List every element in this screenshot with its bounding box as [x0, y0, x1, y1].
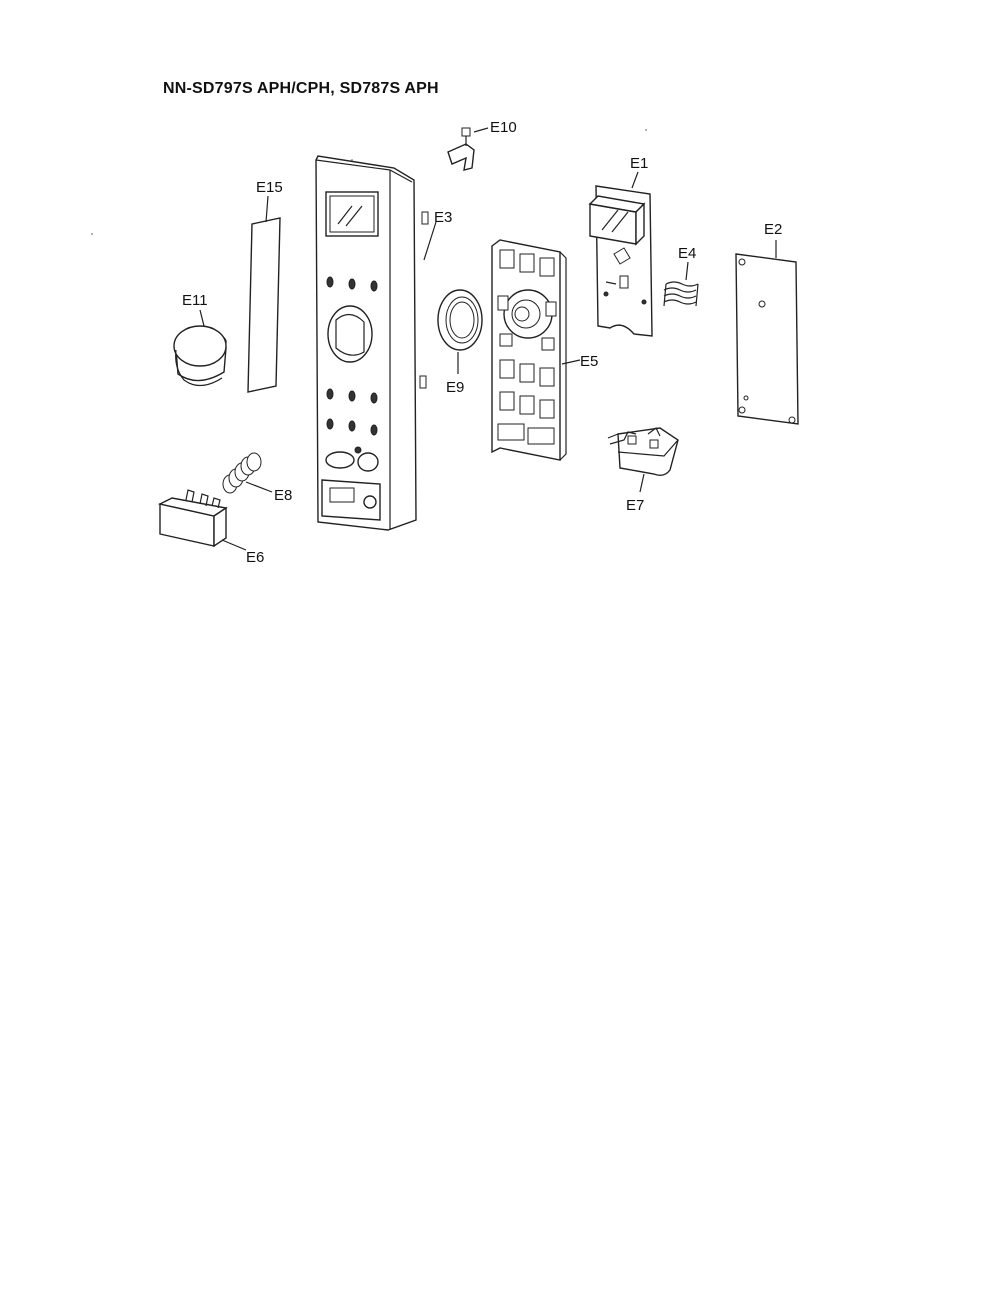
part-e11-knob: E11	[173, 292, 227, 387]
label-e10: E10	[490, 119, 517, 136]
part-e2-cover-plate: E2	[735, 221, 799, 425]
label-e2: E2	[764, 221, 782, 238]
label-e3: E3	[434, 209, 452, 226]
part-e6-button: E6	[157, 489, 264, 566]
part-e8-spring: E8	[222, 452, 292, 504]
part-e3-front-panel: E3	[315, 155, 452, 531]
scan-speck	[645, 129, 647, 131]
part-e10-clip: E10	[447, 119, 517, 171]
label-e11: E11	[182, 292, 208, 309]
scan-speck	[91, 233, 93, 235]
part-e9-ring: E9	[437, 289, 483, 396]
part-e5-keypad: E5	[491, 239, 598, 461]
part-e7-latch: E7	[607, 427, 679, 514]
label-e9: E9	[446, 379, 464, 396]
scan-speck	[351, 159, 353, 161]
keypad-key-grid	[497, 249, 555, 445]
part-e1-display-board: E1	[588, 155, 653, 337]
label-e6: E6	[246, 549, 264, 566]
label-e15: E15	[256, 179, 283, 196]
label-e4: E4	[678, 245, 696, 262]
label-e5: E5	[580, 353, 598, 370]
part-e4-ribbon-cable: E4	[663, 245, 699, 307]
part-e15-strip: E15	[247, 179, 283, 393]
label-e8: E8	[274, 487, 292, 504]
diagram-title: NN-SD797S APH/CPH, SD787S APH	[163, 80, 439, 97]
label-e7: E7	[626, 497, 644, 514]
label-e1: E1	[630, 155, 648, 172]
